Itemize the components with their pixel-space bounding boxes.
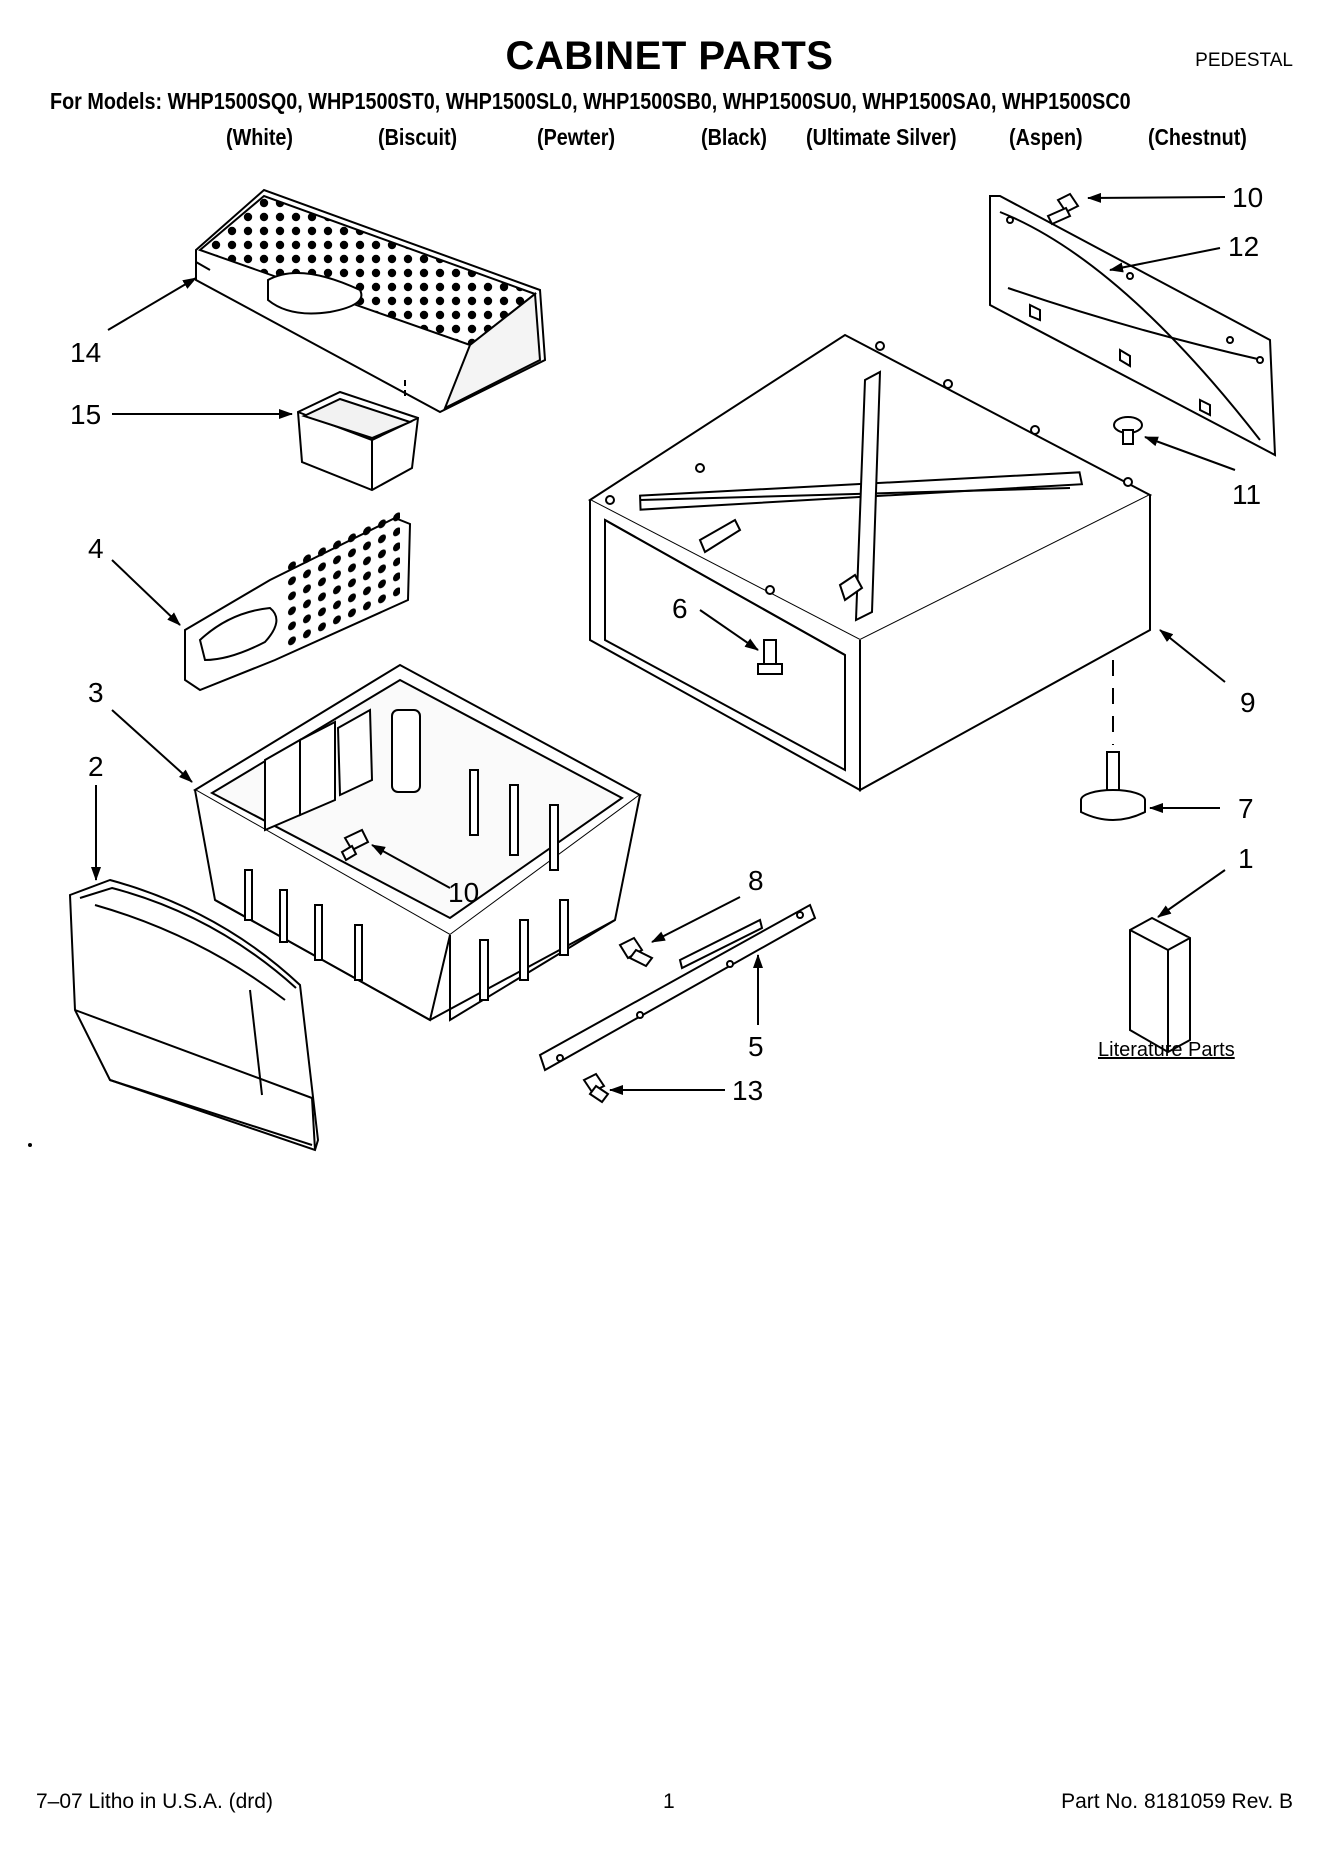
part-screw-8	[618, 936, 654, 968]
callout-5: 5	[748, 1031, 764, 1062]
part-leveling-leg	[1080, 660, 1146, 821]
callout-labels: 10 12 14 15 11 4 6 9 3 2 7 1 10 8 5 13 L…	[70, 182, 1263, 1106]
callout-2: 2	[88, 751, 104, 782]
callout-1: 1	[1238, 843, 1254, 874]
part-drawer-basket	[193, 663, 642, 1022]
color-aspen: (Aspen)	[1009, 124, 1083, 150]
callout-12: 12	[1228, 231, 1259, 262]
callout-6: 6	[672, 593, 688, 624]
part-screw-lower	[340, 828, 370, 862]
callout-10-lower: 10	[448, 877, 479, 908]
color-pewter: (Pewter)	[537, 124, 616, 150]
callout-4: 4	[88, 533, 104, 564]
callout-13: 13	[732, 1075, 763, 1106]
part-back-plate	[989, 195, 1277, 457]
part-screw-upper	[1046, 192, 1080, 226]
color-chestnut: (Chestnut)	[1148, 124, 1247, 150]
callout-7: 7	[1238, 793, 1254, 824]
models-line: For Models: WHP1500SQ0, WHP1500ST0, WHP1…	[50, 88, 1131, 114]
color-white: (White)	[226, 124, 294, 150]
footer-page-number: 1	[663, 1790, 675, 1813]
callout-8: 8	[748, 865, 764, 896]
part-small-bin	[296, 390, 420, 492]
footer-part-number: Part No. 8181059 Rev. B	[1061, 1790, 1293, 1813]
footer-print-info: 7–07 Litho in U.S.A. (drd)	[36, 1790, 273, 1813]
part-perforated-cover	[195, 188, 547, 414]
part-drawer-front	[68, 878, 320, 1152]
color-biscuit: (Biscuit)	[378, 124, 458, 150]
part-slide-rail	[538, 903, 817, 1072]
page-title: CABINET PARTS	[505, 34, 834, 78]
color-black: (Black)	[701, 124, 767, 150]
part-screw-13	[582, 1072, 610, 1104]
literature-parts-label: Literature Parts	[1098, 1039, 1235, 1061]
part-handle-bracket	[184, 510, 412, 692]
part-bolt	[1113, 416, 1143, 445]
stray-dot	[28, 1143, 32, 1147]
callout-9: 9	[1240, 687, 1256, 718]
callout-14: 14	[70, 337, 101, 368]
callout-10-upper: 10	[1232, 182, 1263, 213]
part-literature	[1129, 916, 1191, 1054]
callout-11: 11	[1232, 479, 1261, 510]
color-ultimate-silver: (Ultimate Silver)	[806, 124, 957, 150]
callout-3: 3	[88, 677, 104, 708]
section-label: PEDESTAL	[1195, 50, 1293, 71]
callout-15: 15	[70, 399, 101, 430]
part-pedestal-cabinet	[588, 333, 1153, 792]
part-screw-6	[757, 639, 783, 675]
callout-leaders	[91, 192, 1236, 1095]
